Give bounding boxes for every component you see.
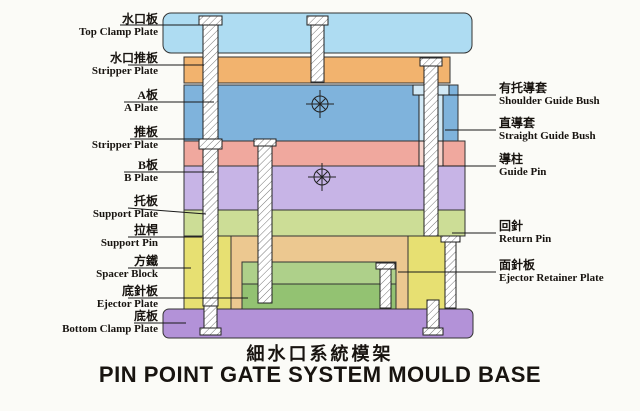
return-pin-head xyxy=(440,235,461,243)
support-pin-head xyxy=(198,15,223,26)
ejector-bolt xyxy=(379,267,392,309)
label-stripper-plate-mid: 推板 Stripper Plate xyxy=(2,126,158,152)
label-en: Shoulder Guide Bush xyxy=(499,95,600,107)
label-en: Ejector Plate xyxy=(96,298,158,310)
plate-a xyxy=(183,84,459,142)
guide-pin-head xyxy=(419,57,443,67)
clamp-bolt-head xyxy=(306,15,329,26)
bottom-bolt-left xyxy=(203,305,218,329)
label-cn: 拉桿 xyxy=(133,223,158,237)
label-cn: 方鐵 xyxy=(133,254,158,268)
label-en: Stripper Plate xyxy=(91,65,158,77)
label-cn: 導柱 xyxy=(499,152,524,166)
ejector-rod xyxy=(257,144,273,304)
label-cn: 直導套 xyxy=(499,116,536,130)
label-stripper-plate-top: 水口推板 Stripper Plate xyxy=(2,52,158,78)
title-chinese: 細水口系統模架 xyxy=(246,344,394,364)
label-en: Spacer Block xyxy=(96,268,158,280)
label-en: Ejector Retainer Plate xyxy=(499,272,604,284)
label-shoulder-guide-bush: 有托導套 Shoulder Guide Bush xyxy=(499,82,639,108)
bottom-bolt-left-head xyxy=(199,327,222,336)
label-return-pin: 回針 Return Pin xyxy=(499,220,639,246)
label-cn: 面針板 xyxy=(499,258,536,272)
label-ejector-plate: 底針板 Ejector Plate xyxy=(2,285,158,311)
plate-stripper-mid xyxy=(183,140,466,167)
label-top-clamp-plate: 水口板 Top Clamp Plate xyxy=(2,13,158,39)
label-b-plate: B板 B Plate xyxy=(2,159,158,185)
label-cn: A板 xyxy=(137,88,158,102)
clamp-bolt xyxy=(310,23,325,83)
label-en: Guide Pin xyxy=(499,166,547,178)
label-en: Return Pin xyxy=(499,233,552,245)
bottom-bolt-right-head xyxy=(422,327,444,336)
label-guide-pin: 導柱 Guide Pin xyxy=(499,153,639,179)
label-cn: 底針板 xyxy=(121,284,158,298)
label-en: Bottom Clamp Plate xyxy=(62,323,158,335)
label-spacer-block: 方鐵 Spacer Block xyxy=(2,255,158,281)
bottom-bolt-right xyxy=(426,299,440,329)
ejector-rod-head xyxy=(253,138,277,147)
label-en: B Plate xyxy=(124,172,158,184)
leader-line xyxy=(127,207,207,215)
label-cn: 回針 xyxy=(499,219,524,233)
ejector-bolt-head xyxy=(375,262,396,270)
label-support-plate: 托板 Support Plate xyxy=(2,195,158,221)
guide-pin xyxy=(423,65,439,237)
label-en: Top Clamp Plate xyxy=(78,26,158,38)
label-straight-guide-bush: 直導套 Straight Guide Bush xyxy=(499,117,639,143)
label-en: Support Pin xyxy=(100,237,158,249)
label-en: Straight Guide Bush xyxy=(499,130,596,142)
return-pin xyxy=(444,240,457,309)
label-en: Support Plate xyxy=(92,208,158,220)
label-cn: 底板 xyxy=(133,309,158,323)
datum-symbol-a-plate xyxy=(306,90,334,118)
leader-lines xyxy=(120,24,496,324)
label-support-pin: 拉桿 Support Pin xyxy=(2,224,158,250)
label-cn: 托板 xyxy=(133,194,158,208)
label-en: A Plate xyxy=(124,102,158,114)
label-cn: 水口推板 xyxy=(109,51,158,65)
title-english: PIN POINT GATE SYSTEM MOULD BASE xyxy=(98,362,542,387)
label-en: Stripper Plate xyxy=(91,139,158,151)
support-pin xyxy=(202,23,219,307)
support-pin-collar xyxy=(198,138,223,150)
label-cn: B板 xyxy=(137,158,158,172)
plate-support xyxy=(183,209,466,237)
label-bottom-clamp-plate: 底板 Bottom Clamp Plate xyxy=(2,310,158,336)
label-ejector-retainer-plate: 面針板 Ejector Retainer Plate xyxy=(499,259,639,285)
label-a-plate: A板 A Plate xyxy=(2,89,158,115)
datum-symbol-b-plate xyxy=(308,163,336,191)
label-cn: 有托導套 xyxy=(499,81,548,95)
plate-b xyxy=(183,165,466,211)
label-cn: 水口板 xyxy=(121,12,158,26)
label-cn: 推板 xyxy=(133,125,158,139)
